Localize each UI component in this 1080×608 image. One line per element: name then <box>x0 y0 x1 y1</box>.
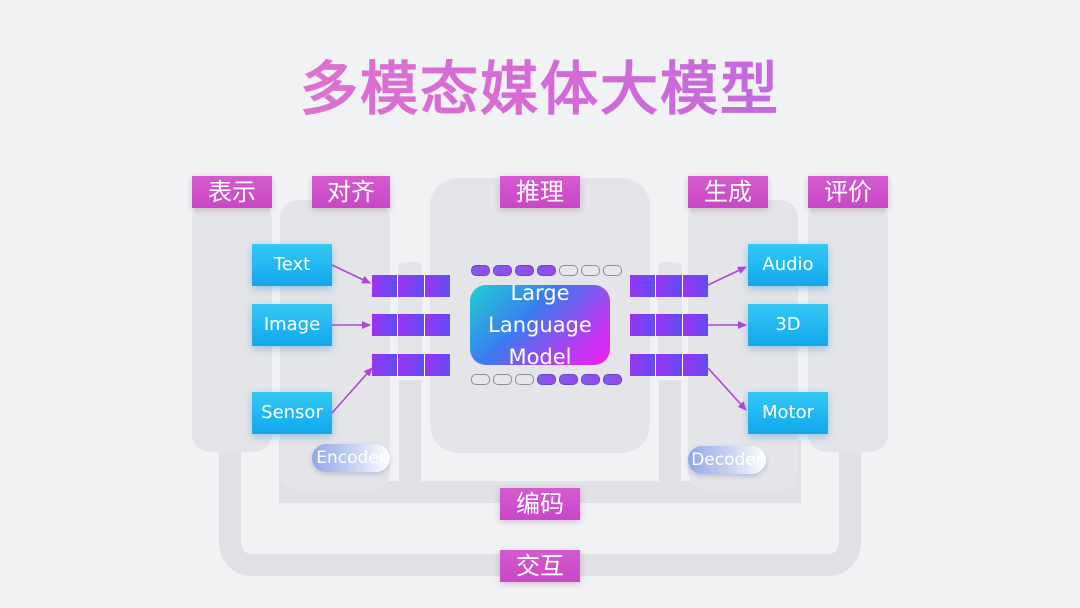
llm-label-line3: Model <box>508 345 572 365</box>
token-row-bottom <box>471 374 622 385</box>
token-pill <box>537 374 556 385</box>
token-pill <box>515 265 534 276</box>
token-pill <box>603 374 622 385</box>
decoder-badge: Decoder <box>688 446 766 474</box>
output-3d-node: 3D <box>748 304 828 346</box>
tag-reasoning: 推理 <box>500 176 580 208</box>
arrow-text-encoder <box>331 264 371 284</box>
encoder-token-strip <box>372 354 450 376</box>
token-pill <box>537 265 556 276</box>
token-pill <box>493 374 512 385</box>
token-pill <box>493 265 512 276</box>
encoder-badge: Encoder <box>312 444 390 472</box>
decoder-token-strip <box>630 354 708 376</box>
tag-alignment: 对齐 <box>312 176 390 208</box>
token-pill <box>559 374 578 385</box>
llm-label-line1: Large <box>510 285 570 305</box>
tag-interaction: 交互 <box>500 550 580 582</box>
token-pill <box>559 265 578 276</box>
input-image-node: Image <box>252 304 332 346</box>
token-row-top <box>471 265 622 276</box>
arrow-decoder-audio <box>707 266 747 286</box>
tag-generation: 生成 <box>688 176 768 208</box>
output-audio-node: Audio <box>748 244 828 286</box>
encoder-token-strip <box>372 314 450 336</box>
encoder-token-strip <box>372 275 450 297</box>
arrow-decoder-motor <box>707 367 747 411</box>
input-text-node: Text <box>252 244 332 286</box>
token-pill <box>581 374 600 385</box>
token-pill <box>581 265 600 276</box>
tag-encoding: 编码 <box>500 488 580 520</box>
token-pill <box>603 265 622 276</box>
token-pill <box>471 265 490 276</box>
input-sensor-node: Sensor <box>252 392 332 434</box>
output-motor-node: Motor <box>748 392 828 434</box>
tag-representation: 表示 <box>192 176 272 208</box>
token-pill <box>471 374 490 385</box>
llm-block: Large Language Model <box>470 285 610 365</box>
llm-label-line2: Language <box>488 313 592 337</box>
token-pill <box>515 374 534 385</box>
page-title: 多模态媒体大模型 <box>0 42 1080 126</box>
decoder-token-strip <box>630 275 708 297</box>
tag-evaluation: 评价 <box>808 176 888 208</box>
arrow-sensor-encoder <box>331 367 373 414</box>
decoder-token-strip <box>630 314 708 336</box>
